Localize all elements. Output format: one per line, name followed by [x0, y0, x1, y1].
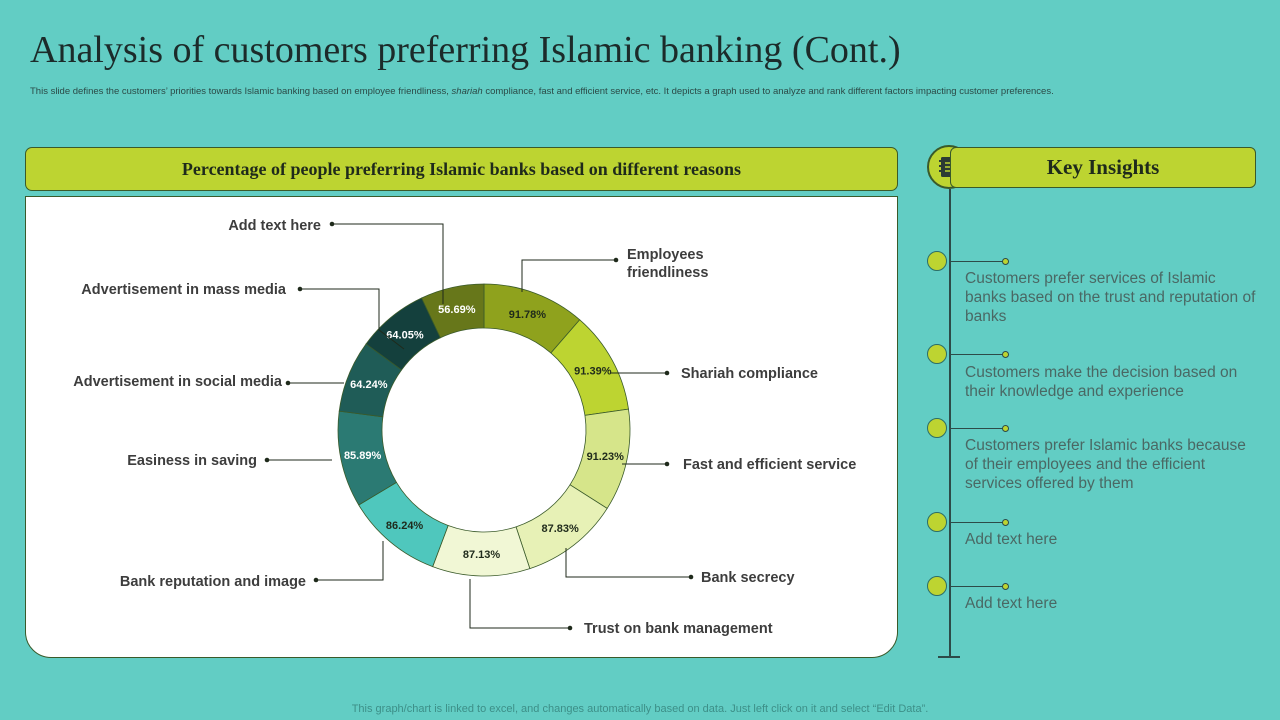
data-label-10: 56.69%	[438, 304, 476, 316]
callout-dot-4	[688, 574, 694, 580]
page-title: Analysis of customers preferring Islamic…	[30, 29, 901, 71]
data-label-2: 91.39%	[574, 366, 612, 378]
insight-item-4: Add text here	[965, 531, 1058, 548]
category-label-6: Bank reputation and image	[120, 574, 306, 590]
doughnut-chart[interactable]: 91.78% 91.39% 91.23% 87.83% 87.13% 86.24% 85.8…	[26, 197, 897, 657]
insight-connector-end-2	[1002, 351, 1009, 358]
callout-dot-3	[664, 461, 670, 467]
insight-connector-5	[950, 586, 1004, 587]
chart-header: Percentage of people preferring Islamic …	[25, 147, 898, 191]
callout-dot-1	[613, 257, 619, 263]
callout-dot-7	[264, 457, 270, 463]
insight-connector-end-4	[1002, 519, 1009, 526]
category-label-5: Trust on bank management	[584, 621, 773, 637]
callout-dot-6	[313, 577, 319, 583]
data-label-5: 87.13%	[463, 549, 501, 561]
insight-connector-end-5	[1002, 583, 1009, 590]
page-subtitle: This slide defines the customers’ priori…	[30, 86, 1250, 97]
insight-item-1: Customers prefer services of Islamic ban…	[965, 270, 1256, 325]
category-label-10: Add text here	[228, 218, 321, 234]
insight-connector-2	[950, 354, 1004, 355]
data-label-8: 64.24%	[350, 379, 388, 391]
insights-timeline	[949, 189, 951, 657]
footer-note: This graph/chart is linked to excel, and…	[351, 703, 929, 715]
insights-timeline-base	[938, 656, 960, 658]
callout-dot-5	[567, 625, 573, 631]
data-label-7: 85.89%	[344, 450, 382, 462]
category-label-8: Advertisement in social media	[73, 374, 283, 390]
insight-connector-4	[950, 522, 1004, 523]
callout-line-6	[316, 541, 384, 581]
callout-line-9	[300, 288, 405, 350]
data-label-6: 86.24%	[386, 520, 424, 532]
category-label-3: Fast and efficient service	[683, 457, 856, 473]
insight-bullet-2	[927, 344, 947, 364]
callout-line-10	[332, 223, 444, 304]
insights-header: Key Insights	[950, 147, 1256, 188]
insight-bullet-3	[927, 418, 947, 438]
callout-dot-10	[329, 221, 335, 227]
category-label-7: Easiness in saving	[127, 453, 257, 469]
insight-item-2: Customers make the decision based on the…	[965, 364, 1238, 400]
callout-line-5	[469, 579, 570, 629]
category-label-2: Shariah compliance	[681, 366, 818, 382]
data-label-4: 87.83%	[542, 523, 580, 535]
callout-dot-9	[297, 286, 303, 292]
insight-item-5: Add text here	[965, 595, 1058, 612]
data-label-1: 91.78%	[509, 309, 547, 321]
donut-segment-10[interactable]	[421, 283, 485, 339]
category-label-4: Bank secrecy	[701, 570, 795, 586]
data-label-9: 64.05%	[386, 329, 424, 341]
insight-bullet-1	[927, 251, 947, 271]
callout-dot-8	[285, 380, 291, 386]
insight-connector-3	[950, 428, 1004, 429]
insight-bullet-5	[927, 576, 947, 596]
category-label-9: Advertisement in mass media	[81, 282, 287, 298]
insight-connector-end-3	[1002, 425, 1009, 432]
callout-line-4	[565, 548, 691, 578]
subtitle-emphasis: shariah	[451, 86, 483, 97]
insight-connector-end-1	[1002, 258, 1009, 265]
insight-connector-1	[950, 261, 1004, 262]
insight-bullet-4	[927, 512, 947, 532]
subtitle-text-start: This slide defines the customers’ priori…	[30, 86, 452, 97]
callout-dot-2	[664, 370, 670, 376]
subtitle-text-end: compliance, fast and efficient service, …	[482, 86, 1054, 97]
chart-panel[interactable]: 91.78% 91.39% 91.23% 87.83% 87.13% 86.24% 85.8…	[25, 196, 898, 658]
callout-line-1	[521, 259, 616, 292]
insight-item-3: Customers prefer Islamic banks because o…	[965, 437, 1246, 492]
data-label-3: 91.23%	[587, 451, 625, 463]
